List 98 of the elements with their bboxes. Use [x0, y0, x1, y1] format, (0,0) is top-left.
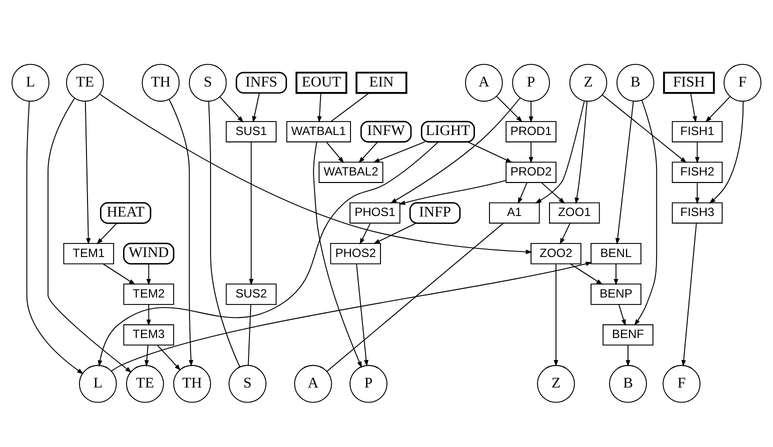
- node-box: PROD1: [506, 120, 556, 142]
- node-circle: P: [350, 364, 388, 402]
- node-box: FISH: [663, 71, 715, 94]
- arrow: [626, 344, 630, 366]
- node-box: TEM2: [123, 283, 174, 304]
- arrow: [705, 96, 731, 122]
- arrow: [528, 100, 534, 122]
- node-box: SUS2: [226, 283, 277, 304]
- connector: [326, 222, 504, 372]
- arrow: [390, 96, 521, 203]
- arrow: [102, 262, 136, 284]
- arrow: [358, 141, 378, 163]
- node-box: BENF: [602, 324, 654, 346]
- node-box: PHOS1: [350, 202, 400, 224]
- node-circle: P: [512, 63, 550, 102]
- node-box: BENL: [590, 242, 642, 264]
- arrow: [615, 100, 634, 244]
- arrow: [248, 141, 254, 285]
- arrow: [110, 261, 592, 372]
- arrow: [570, 262, 603, 284]
- node-circle: F: [724, 63, 762, 102]
- node-circle: TE: [66, 63, 104, 102]
- node-circle: L: [78, 364, 117, 402]
- arrow: [356, 263, 368, 366]
- node-box: ZOO2: [530, 242, 582, 264]
- node-box: EOUT: [296, 71, 348, 94]
- node-box: TEM3: [123, 324, 174, 346]
- node-box: INFP: [409, 202, 461, 224]
- arrow: [528, 141, 534, 164]
- arrow: [313, 140, 362, 368]
- arrow: [518, 182, 528, 204]
- node-circle: Z: [537, 364, 575, 402]
- arrow: [146, 304, 151, 326]
- arrow: [144, 344, 150, 366]
- arrow: [398, 179, 506, 204]
- node-box: LIGHT: [420, 120, 475, 142]
- node-circle: TH: [142, 63, 180, 102]
- arrow: [554, 263, 558, 366]
- arrow: [96, 222, 118, 244]
- arrow: [252, 92, 260, 122]
- arrow: [360, 222, 371, 244]
- arrow: [541, 182, 566, 204]
- arrow: [373, 222, 416, 244]
- arrow: [99, 93, 532, 254]
- arrow: [560, 222, 570, 244]
- node-box: WATBAL1: [286, 120, 351, 142]
- node-circle: Z: [569, 63, 608, 102]
- node-circle: F: [662, 364, 700, 402]
- node-box: INFS: [236, 71, 287, 94]
- arrow: [48, 97, 132, 372]
- arrow: [146, 262, 151, 285]
- arrow: [496, 95, 522, 122]
- node-box: WIND: [123, 242, 174, 264]
- arrow: [602, 94, 687, 162]
- arrow: [468, 141, 512, 162]
- arrow: [326, 141, 344, 163]
- arrow: [681, 222, 697, 366]
- node-circle: L: [12, 63, 50, 102]
- arrow: [690, 92, 697, 122]
- node-circle: S: [188, 63, 227, 102]
- arrow: [84, 100, 91, 244]
- arrow: [157, 344, 181, 370]
- connector: [208, 100, 240, 367]
- node-box: A1: [489, 202, 540, 224]
- node-circle: S: [228, 364, 266, 402]
- node-box: ZOO1: [549, 202, 600, 224]
- node-box: BENP: [590, 283, 642, 304]
- arrow: [574, 100, 588, 204]
- node-box: PROD2: [506, 161, 556, 182]
- arrow: [26, 100, 84, 374]
- arrow: [618, 304, 626, 326]
- arrow: [373, 140, 426, 162]
- arrow: [614, 262, 618, 285]
- node-circle: B: [616, 63, 654, 102]
- node-box: FISH3: [672, 202, 723, 224]
- arrow: [695, 182, 700, 204]
- arrow: [168, 98, 194, 366]
- node-circle: A: [294, 364, 332, 402]
- arrow: [98, 140, 439, 366]
- arrow: [219, 96, 244, 122]
- connector: [330, 92, 370, 122]
- node-box: PHOS2: [330, 242, 381, 264]
- node-circle: A: [465, 63, 503, 102]
- connector: [248, 304, 252, 366]
- arrow: [634, 99, 658, 326]
- node-box: HEAT: [100, 202, 152, 224]
- arrow: [317, 92, 322, 122]
- node-box: WATBAL2: [318, 161, 384, 182]
- node-box: FISH1: [672, 120, 723, 142]
- arrow: [709, 100, 744, 204]
- node-box: FISH2: [672, 161, 723, 182]
- node-box: INFW: [360, 120, 412, 142]
- arrow: [695, 141, 700, 164]
- node-box: TEM1: [63, 242, 114, 264]
- node-box: SUS1: [226, 120, 277, 142]
- arrow: [535, 100, 585, 203]
- node-box: EIN: [356, 71, 408, 94]
- node-circle: B: [609, 364, 647, 402]
